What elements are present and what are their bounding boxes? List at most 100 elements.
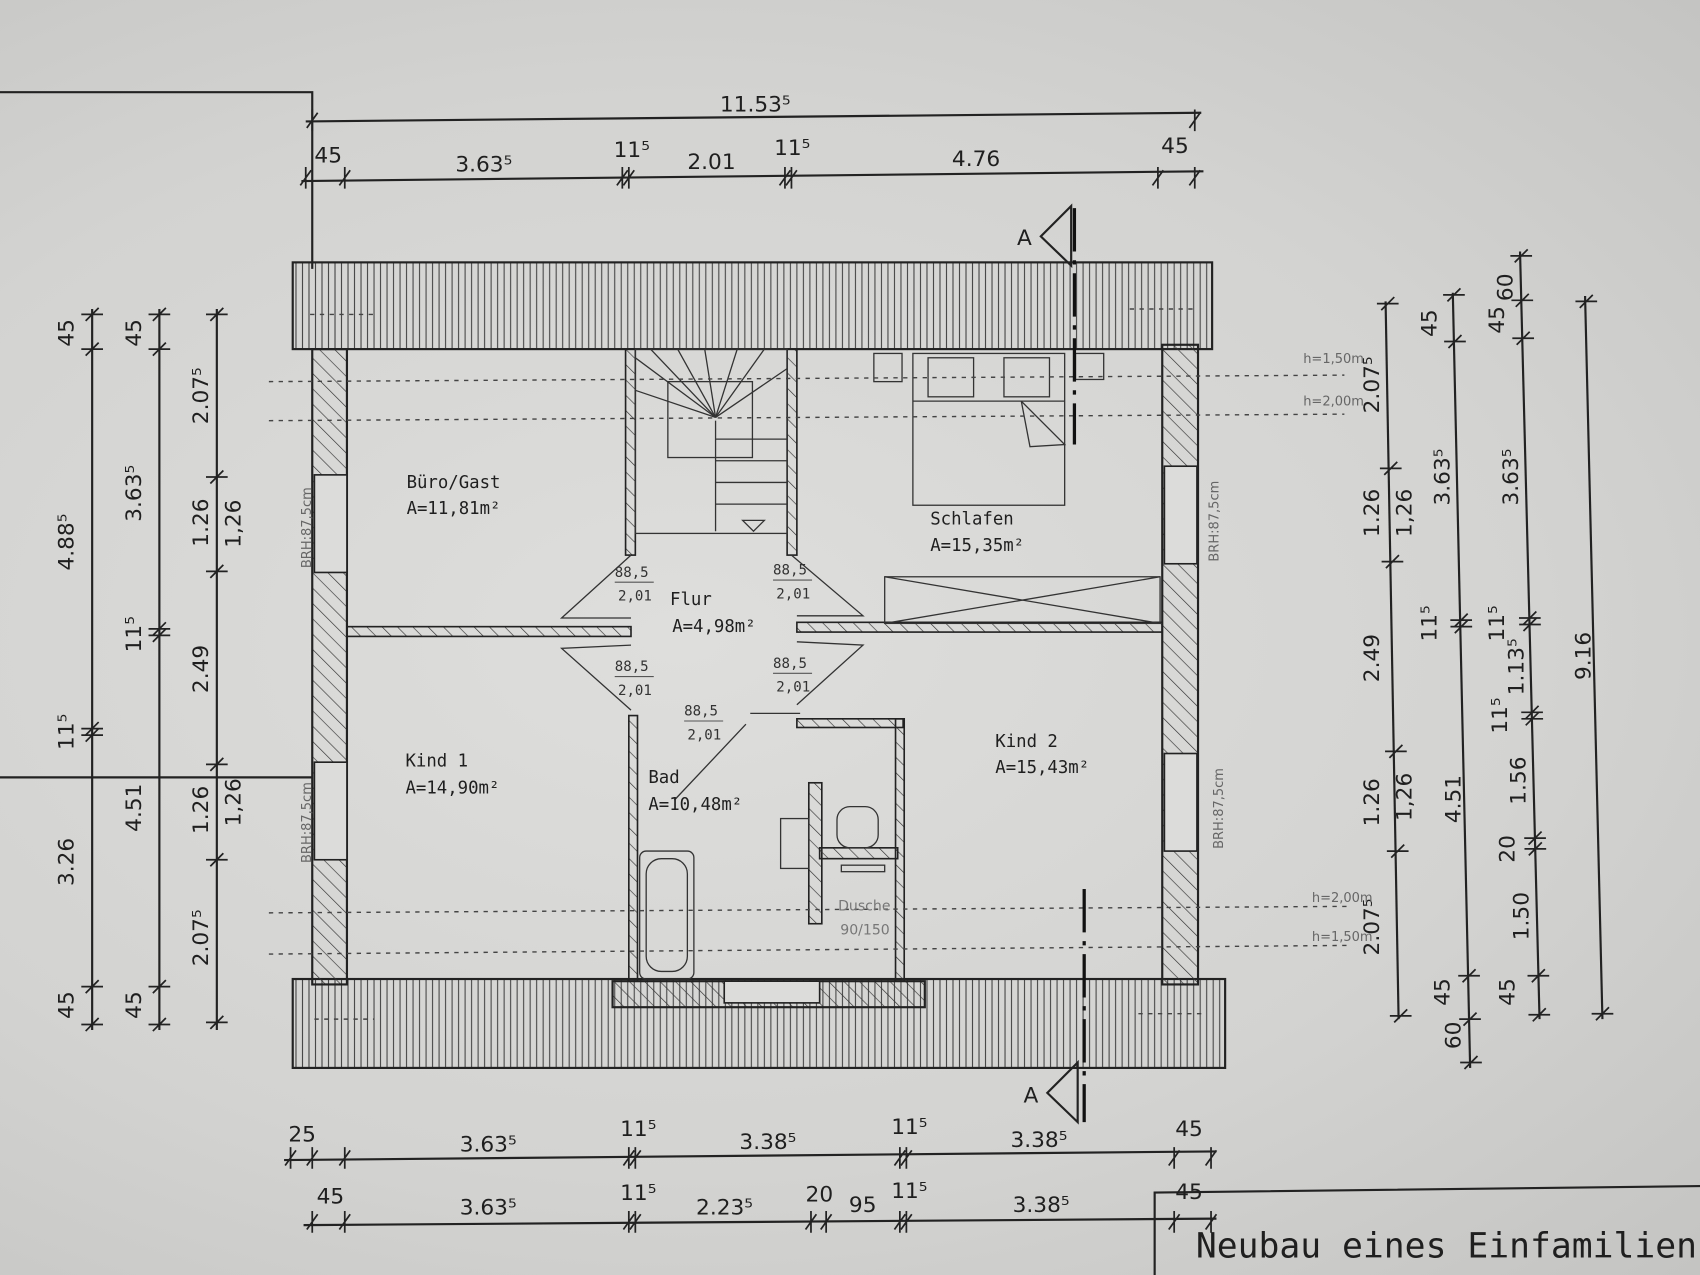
- dimension-tick: [1168, 1147, 1181, 1169]
- roof-top: [291, 261, 1214, 351]
- dim: 1.56: [1506, 756, 1531, 804]
- dim: 11⁵: [614, 138, 650, 163]
- dim: 3.38⁵: [739, 1130, 796, 1155]
- dimension-tick: [622, 1211, 635, 1233]
- walls: [311, 343, 1200, 1009]
- dim: 45: [1485, 306, 1510, 334]
- dim: 11⁵: [891, 1115, 927, 1140]
- dimension-tick: [1521, 705, 1543, 720]
- dimension-tick: [1381, 554, 1404, 569]
- room-name: Kind 2: [995, 732, 1058, 752]
- door-height: 2,01: [618, 683, 652, 699]
- sheet-frame: [0, 91, 1700, 1275]
- dim: 20: [806, 1182, 834, 1207]
- door-height: 2,01: [776, 586, 810, 602]
- dims-bottom: 25 3.63⁵ 11⁵ 3.38⁵ 11⁵ 3.38⁵ 45 45 3.63⁵…: [288, 1115, 1202, 1220]
- dimension-tick: [1450, 619, 1473, 634]
- dim: 1,26: [222, 500, 247, 548]
- dim: 45: [1496, 978, 1521, 1006]
- room-name: Bad: [648, 768, 679, 788]
- dim: 3.26: [55, 838, 80, 886]
- sill-height: BRH:87,5cm: [1208, 481, 1223, 562]
- dimension-tick: [205, 757, 228, 772]
- dim: 20: [1496, 835, 1521, 863]
- door-width: 88,5: [615, 659, 649, 675]
- dimension-tick: [205, 564, 228, 579]
- dimension-tick: [338, 166, 351, 189]
- dimension-tick: [1512, 331, 1535, 346]
- dim: 2.01: [687, 150, 735, 175]
- sill-height: BRH:87,5cm: [300, 487, 315, 568]
- dimension-lines: [91, 111, 1604, 1227]
- dimension-tick: [81, 721, 103, 736]
- room-area: A=10,48m²: [648, 795, 742, 815]
- dim: 2.23⁵: [696, 1195, 753, 1220]
- dimension-tick: [1528, 1007, 1551, 1022]
- room-name: Büro/Gast: [407, 473, 501, 493]
- dimension-tick: [1188, 109, 1201, 132]
- door-width: 88,5: [773, 563, 807, 579]
- washbasin: [779, 817, 810, 870]
- dim: 95: [849, 1193, 877, 1218]
- dim: 4.88⁵: [55, 514, 80, 571]
- dimension-tick: [338, 1211, 351, 1233]
- door-width: 88,5: [684, 704, 718, 720]
- dim: 1.26: [1360, 489, 1385, 537]
- room-name: Schlafen: [930, 510, 1013, 530]
- dim: 1,26: [1393, 489, 1418, 537]
- sill-height: BRH:87,5cm: [300, 782, 315, 863]
- dimension-tick: [900, 1147, 913, 1169]
- dimension-tick: [284, 1147, 297, 1169]
- dim: 25: [288, 1123, 316, 1148]
- dimension-tick: [1443, 287, 1465, 303]
- dims-right: 2.07⁵1.262.491.262.07⁵1,261,26453.63⁵11⁵…: [1360, 274, 1596, 1050]
- dimension-tick: [1444, 334, 1466, 349]
- dim: 45: [1431, 978, 1456, 1006]
- dim: 45: [1161, 134, 1189, 159]
- dimension-tick: [1376, 296, 1399, 311]
- dimension-tick: [622, 1147, 635, 1169]
- dim: 45: [1175, 1117, 1203, 1142]
- dimension-tick: [1510, 248, 1533, 263]
- dim: 11⁵: [891, 1179, 927, 1204]
- dimension-tick: [205, 307, 228, 322]
- dim: 3.38⁵: [1013, 1193, 1070, 1218]
- dim: 1,26: [1393, 773, 1418, 821]
- dimension-tick: [1385, 744, 1407, 759]
- ceiling-height: h=2,00m: [1312, 891, 1373, 906]
- room-area: A=15,43m²: [995, 758, 1089, 778]
- dimension-tick: [81, 307, 103, 322]
- room-area: A=14,90m²: [405, 779, 499, 799]
- dimension-tick: [148, 979, 171, 994]
- dims-left: 454.88⁵11⁵3.2645453.63⁵11⁵4.51452.07⁵1.2…: [55, 319, 247, 1019]
- dim: 1.26: [189, 498, 214, 546]
- room-labels: Büro/Gast A=11,81m² Schlafen A=15,35m² F…: [405, 473, 1089, 815]
- dimension-tick: [1460, 1055, 1482, 1070]
- bathtub: [639, 850, 695, 980]
- dim: 2.49: [189, 645, 214, 693]
- dim: 11⁵: [620, 1117, 656, 1142]
- dim: 45: [317, 1184, 345, 1209]
- dim: 3.63⁵: [460, 1195, 517, 1220]
- dimension-tick: [778, 166, 792, 189]
- dimension-tick: [1204, 1147, 1218, 1169]
- room-area: A=15,35m²: [930, 536, 1024, 556]
- door-swings: [559, 554, 865, 801]
- dim: 11⁵: [1488, 697, 1513, 733]
- dimension-tick: [148, 341, 171, 357]
- dimension-tick: [81, 979, 103, 994]
- dimension-tick: [1459, 1012, 1481, 1027]
- dim: 4.76: [952, 147, 1000, 172]
- dimension-tick: [1188, 166, 1201, 189]
- dimension-tick: [1389, 1008, 1412, 1023]
- ceiling-height: h=2,00m: [1303, 394, 1364, 409]
- dim: 3.38⁵: [1010, 1128, 1067, 1153]
- ceiling-height: h=1,50m: [1312, 930, 1373, 945]
- dimension-tick: [148, 1017, 171, 1032]
- shower-label: Dusche 90/150: [838, 899, 890, 939]
- room-name: Flur: [670, 590, 712, 610]
- annotations: BRH:87,5cm BRH:87,5cm BRH:87,5cm BRH:87,…: [300, 352, 1372, 945]
- dimension-tick: [1379, 461, 1402, 476]
